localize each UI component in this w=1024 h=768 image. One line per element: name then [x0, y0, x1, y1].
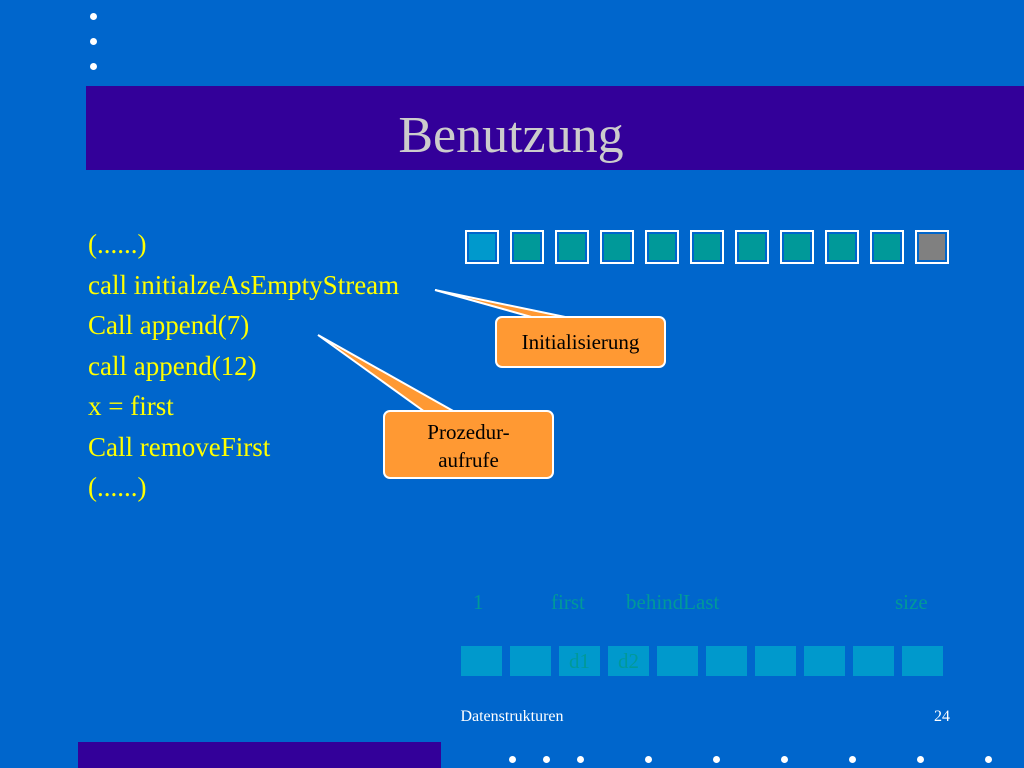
code-line: (......) — [88, 229, 147, 259]
bullet-dot-decoration — [645, 756, 652, 763]
bullet-dot-decoration — [577, 756, 584, 763]
callout-prozeduraufrufe-line1: Prozedur- — [427, 420, 510, 444]
memory-cell — [657, 646, 698, 676]
label-size: size — [895, 590, 928, 614]
label-behind-last: behindLast — [626, 590, 720, 614]
code-line: Call removeFirst — [88, 431, 271, 462]
code-line: call append(12) — [88, 350, 257, 381]
callout-prozeduraufrufe-line2: aufrufe — [438, 448, 499, 472]
stream-cell — [600, 230, 634, 264]
stream-cell — [465, 230, 499, 264]
stream-cell — [870, 230, 904, 264]
slide-title: Benutzung — [398, 107, 624, 164]
memory-cell — [853, 646, 894, 676]
code-line: x = first — [88, 391, 174, 421]
footer-title: Datenstrukturen — [460, 708, 564, 725]
stream-cell — [915, 230, 949, 264]
bullet-dot-decoration — [849, 756, 856, 763]
bullet-dot-decoration — [509, 756, 516, 763]
stream-cell — [555, 230, 589, 264]
callout-initialisierung: Initialisierung — [495, 316, 666, 368]
stream-cell — [735, 230, 769, 264]
memory-cell — [755, 646, 796, 676]
bullet-dot-decoration — [781, 756, 788, 763]
memory-cell — [510, 646, 551, 676]
bullet-dot-decoration — [543, 756, 550, 763]
label-one: 1 — [473, 590, 484, 614]
bullet-dot-decoration — [917, 756, 924, 763]
stream-cell — [510, 230, 544, 264]
stream-cell — [825, 230, 859, 264]
code-line: (......) — [88, 472, 147, 502]
stream-cell — [690, 230, 724, 264]
title-bar — [86, 86, 1024, 170]
page-number: 24 — [934, 708, 950, 725]
bullet-dot-decoration — [90, 38, 97, 45]
callout-initialisierung-text: Initialisierung — [521, 330, 640, 354]
callout-prozeduraufrufe: Prozedur- aufrufe — [383, 410, 554, 479]
bullet-dot-decoration — [985, 756, 992, 763]
stream-cell — [645, 230, 679, 264]
init-callout-pointer — [434, 289, 571, 319]
memory-cell — [461, 646, 502, 676]
label-first: first — [551, 590, 585, 614]
memory-cell: d1 — [559, 646, 600, 676]
code-listing: (......) call initialzeAsEmptyStream Cal… — [88, 224, 399, 508]
bottom-bar — [78, 742, 441, 768]
code-line: Call append(7) — [88, 310, 250, 340]
memory-cell — [804, 646, 845, 676]
memory-cell — [902, 646, 943, 676]
memory-cell: d2 — [608, 646, 649, 676]
memory-cell — [706, 646, 747, 676]
bullet-dot-decoration — [90, 63, 97, 70]
bullet-dot-decoration — [713, 756, 720, 763]
stream-cell — [780, 230, 814, 264]
bullet-dot-decoration — [90, 13, 97, 20]
code-line: call initialzeAsEmptyStream — [88, 269, 400, 300]
